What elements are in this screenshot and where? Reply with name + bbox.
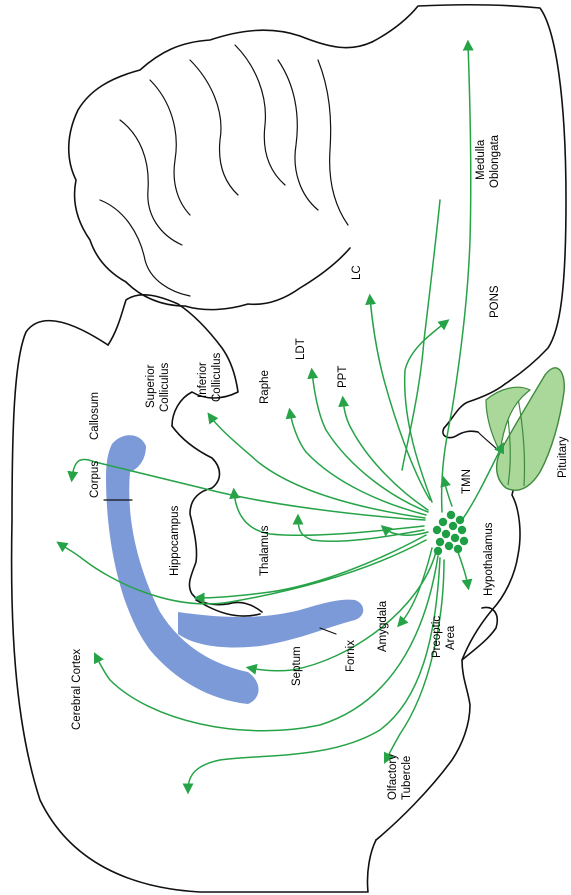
projection-hippocampus [198, 535, 426, 598]
cerebellum-fold-5 [100, 200, 190, 296]
nucleus-dot [458, 526, 466, 534]
pituitary-shape [497, 368, 565, 490]
projection-tmn [444, 480, 452, 506]
label-inferior-colliculus: Colliculus [211, 353, 223, 402]
corpus-callosum-shape [106, 435, 259, 704]
label-hippocampus: Hippocampus [169, 505, 181, 576]
cerebellum-fold-7 [318, 60, 348, 225]
label-oblongata: Oblongata [489, 134, 501, 188]
cerebellum-outline [69, 30, 372, 309]
projection-amygdala [400, 548, 432, 624]
label-callosum: Callosum [89, 392, 101, 440]
chiasm-outline [462, 607, 497, 660]
label-corpus: Corpus [89, 461, 101, 498]
cerebellum-fold-2 [190, 60, 238, 195]
pituitary-gland [486, 368, 564, 490]
label-hypothalamus: Hypothalamus [483, 522, 495, 596]
projection-thalamus [298, 518, 424, 541]
label-pituitary: Pituitary [557, 436, 569, 478]
projection-hypothalamus [458, 552, 468, 586]
projection-ldt [312, 372, 428, 512]
label-tubercle: Tubercle [401, 756, 413, 800]
tmn-nucleus [433, 511, 468, 555]
label-thalamus: Thalamus [259, 525, 271, 576]
label-medulla: Medulla [475, 139, 487, 180]
label-amygdala: Amygdala [377, 600, 389, 652]
projection-inferior-colliculus [210, 416, 425, 518]
nucleus-dot [445, 542, 453, 550]
projection-raphe [290, 412, 426, 515]
cerebellum-fold-6 [278, 60, 318, 210]
label-superior-colliculus: Colliculus [159, 363, 171, 412]
nucleus-dot [456, 516, 464, 524]
nucleus-dot [454, 545, 462, 553]
projection-pons [405, 322, 446, 502]
nucleus-dot [436, 538, 444, 546]
nucleus-dot [434, 547, 442, 555]
nucleus-dot [449, 522, 457, 530]
nucleus-dot [447, 511, 455, 519]
cerebellum-fold-1 [150, 80, 190, 215]
label-pons: PONS [489, 285, 501, 318]
label-inferior: Inferior [197, 362, 209, 398]
nucleus-dot [442, 530, 450, 538]
label-preoptic: Preoptic [431, 616, 443, 658]
label-septum: Septum [291, 646, 303, 686]
cerebellum-fold-4 [120, 120, 182, 245]
projection-ppt [343, 400, 428, 510]
label-fornix: Fornix [345, 640, 357, 672]
label-ldt: LDT [295, 338, 307, 360]
label-superior: Superior [145, 364, 157, 408]
nucleus-dot [433, 526, 441, 534]
labels: Cerebral Cortex Corpus Callosum Hippocam… [71, 134, 569, 800]
nucleus-dot [439, 518, 447, 526]
projection-lc-tract [402, 200, 440, 470]
histamine-projections [60, 44, 502, 790]
label-cerebral-cortex: Cerebral Cortex [71, 649, 83, 730]
label-tmn: TMN [461, 469, 473, 494]
label-raphe: Raphe [259, 370, 271, 404]
projection-olfactory [386, 560, 444, 760]
label-area: Area [445, 625, 457, 650]
nucleus-dot [460, 537, 468, 545]
fornix-shape [178, 600, 363, 648]
nucleus-dot [451, 534, 459, 542]
fornix-leader [320, 628, 336, 634]
label-ppt: PPT [337, 366, 349, 388]
projection-medulla [442, 44, 471, 512]
brain-outline [12, 5, 566, 892]
cerebellum-fold-3 [235, 45, 285, 185]
label-lc: LC [351, 265, 363, 280]
label-olfactory: Olfactory [387, 754, 399, 800]
